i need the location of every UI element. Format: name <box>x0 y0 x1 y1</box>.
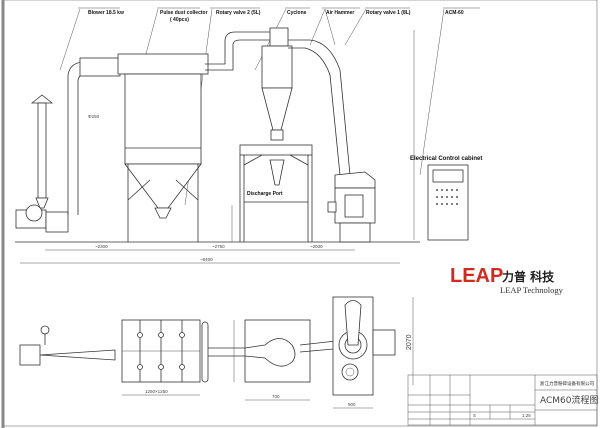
plan-dust-collector <box>121 319 209 383</box>
dim-total: ~8400 <box>200 257 213 262</box>
exhaust-chimney <box>30 94 54 209</box>
support-frame <box>239 144 313 242</box>
pipe-cyclone-mill-inner <box>288 47 341 176</box>
label-air-hammer: Air Hammer <box>326 10 354 16</box>
leader-lines <box>59 7 480 206</box>
dim-mill-plan: 900 <box>348 402 356 407</box>
dim-collector-plan: 1250×1250 <box>145 389 168 394</box>
label-discharge-port: Discharge Port <box>247 191 283 197</box>
electrical-control-cabinet <box>427 164 469 241</box>
plan-pipe-1 <box>208 347 245 357</box>
label-rotary-valve-1: Rotary valve 1 (8L) <box>366 10 411 16</box>
pipe-blower <box>67 61 121 215</box>
title-block <box>407 374 598 426</box>
pipe-flange <box>79 57 121 77</box>
label-blower: Blower 18.5 kw <box>88 10 124 16</box>
dim-d2: ~2750 <box>212 244 225 249</box>
dimension-lines <box>20 30 415 264</box>
logo-cn: 力普 科技 <box>502 269 555 284</box>
pipe-collector-cyclone-inner <box>205 39 275 71</box>
pipe-collector-cyclone <box>205 31 275 65</box>
label-cyclone: Cyclone <box>287 10 307 16</box>
label-dust-collector-count: ( 40pcs) <box>170 17 189 23</box>
title-scale: 1:25 <box>522 413 531 418</box>
dim-plan-depth: 2070 <box>406 334 413 350</box>
title-scale-mark: S <box>473 413 476 418</box>
plan-acm-mill <box>332 296 396 396</box>
title-company: 浙江力普粉碎设备有限公司 <box>540 380 594 387</box>
plan-blower <box>19 325 116 366</box>
acm-mill <box>327 171 376 243</box>
plan-cyclone <box>244 319 311 383</box>
dim-d3: ~2030 <box>310 244 323 249</box>
pipe-blower-inner <box>77 71 120 215</box>
pipe-cyclone-mill <box>288 39 351 176</box>
dim-d1: ~2300 <box>95 244 108 249</box>
cyclone <box>261 27 293 141</box>
leap-logo: LEAP 力普 科技 LEAP Technology <box>450 265 564 295</box>
label-control-cabinet: Electrical Control cabinet <box>410 156 482 162</box>
logo-brand: LEAP <box>450 265 503 287</box>
pulse-dust-collector <box>117 53 209 242</box>
dim-cyclone-plan: 700 <box>272 394 280 399</box>
label-rotary-valve-2: Rotary valve 2 (5L) <box>216 10 261 16</box>
dim-pipe: Φ250 <box>88 114 100 119</box>
plan-dimension-lines <box>122 297 414 409</box>
label-acm: ACM-60 <box>445 10 464 16</box>
logo-en: LEAP Technology <box>500 285 564 295</box>
blower <box>15 204 69 233</box>
label-dust-collector: Pulse dust collector <box>160 10 208 16</box>
title-drawing: ACM60流程图 <box>540 394 599 406</box>
